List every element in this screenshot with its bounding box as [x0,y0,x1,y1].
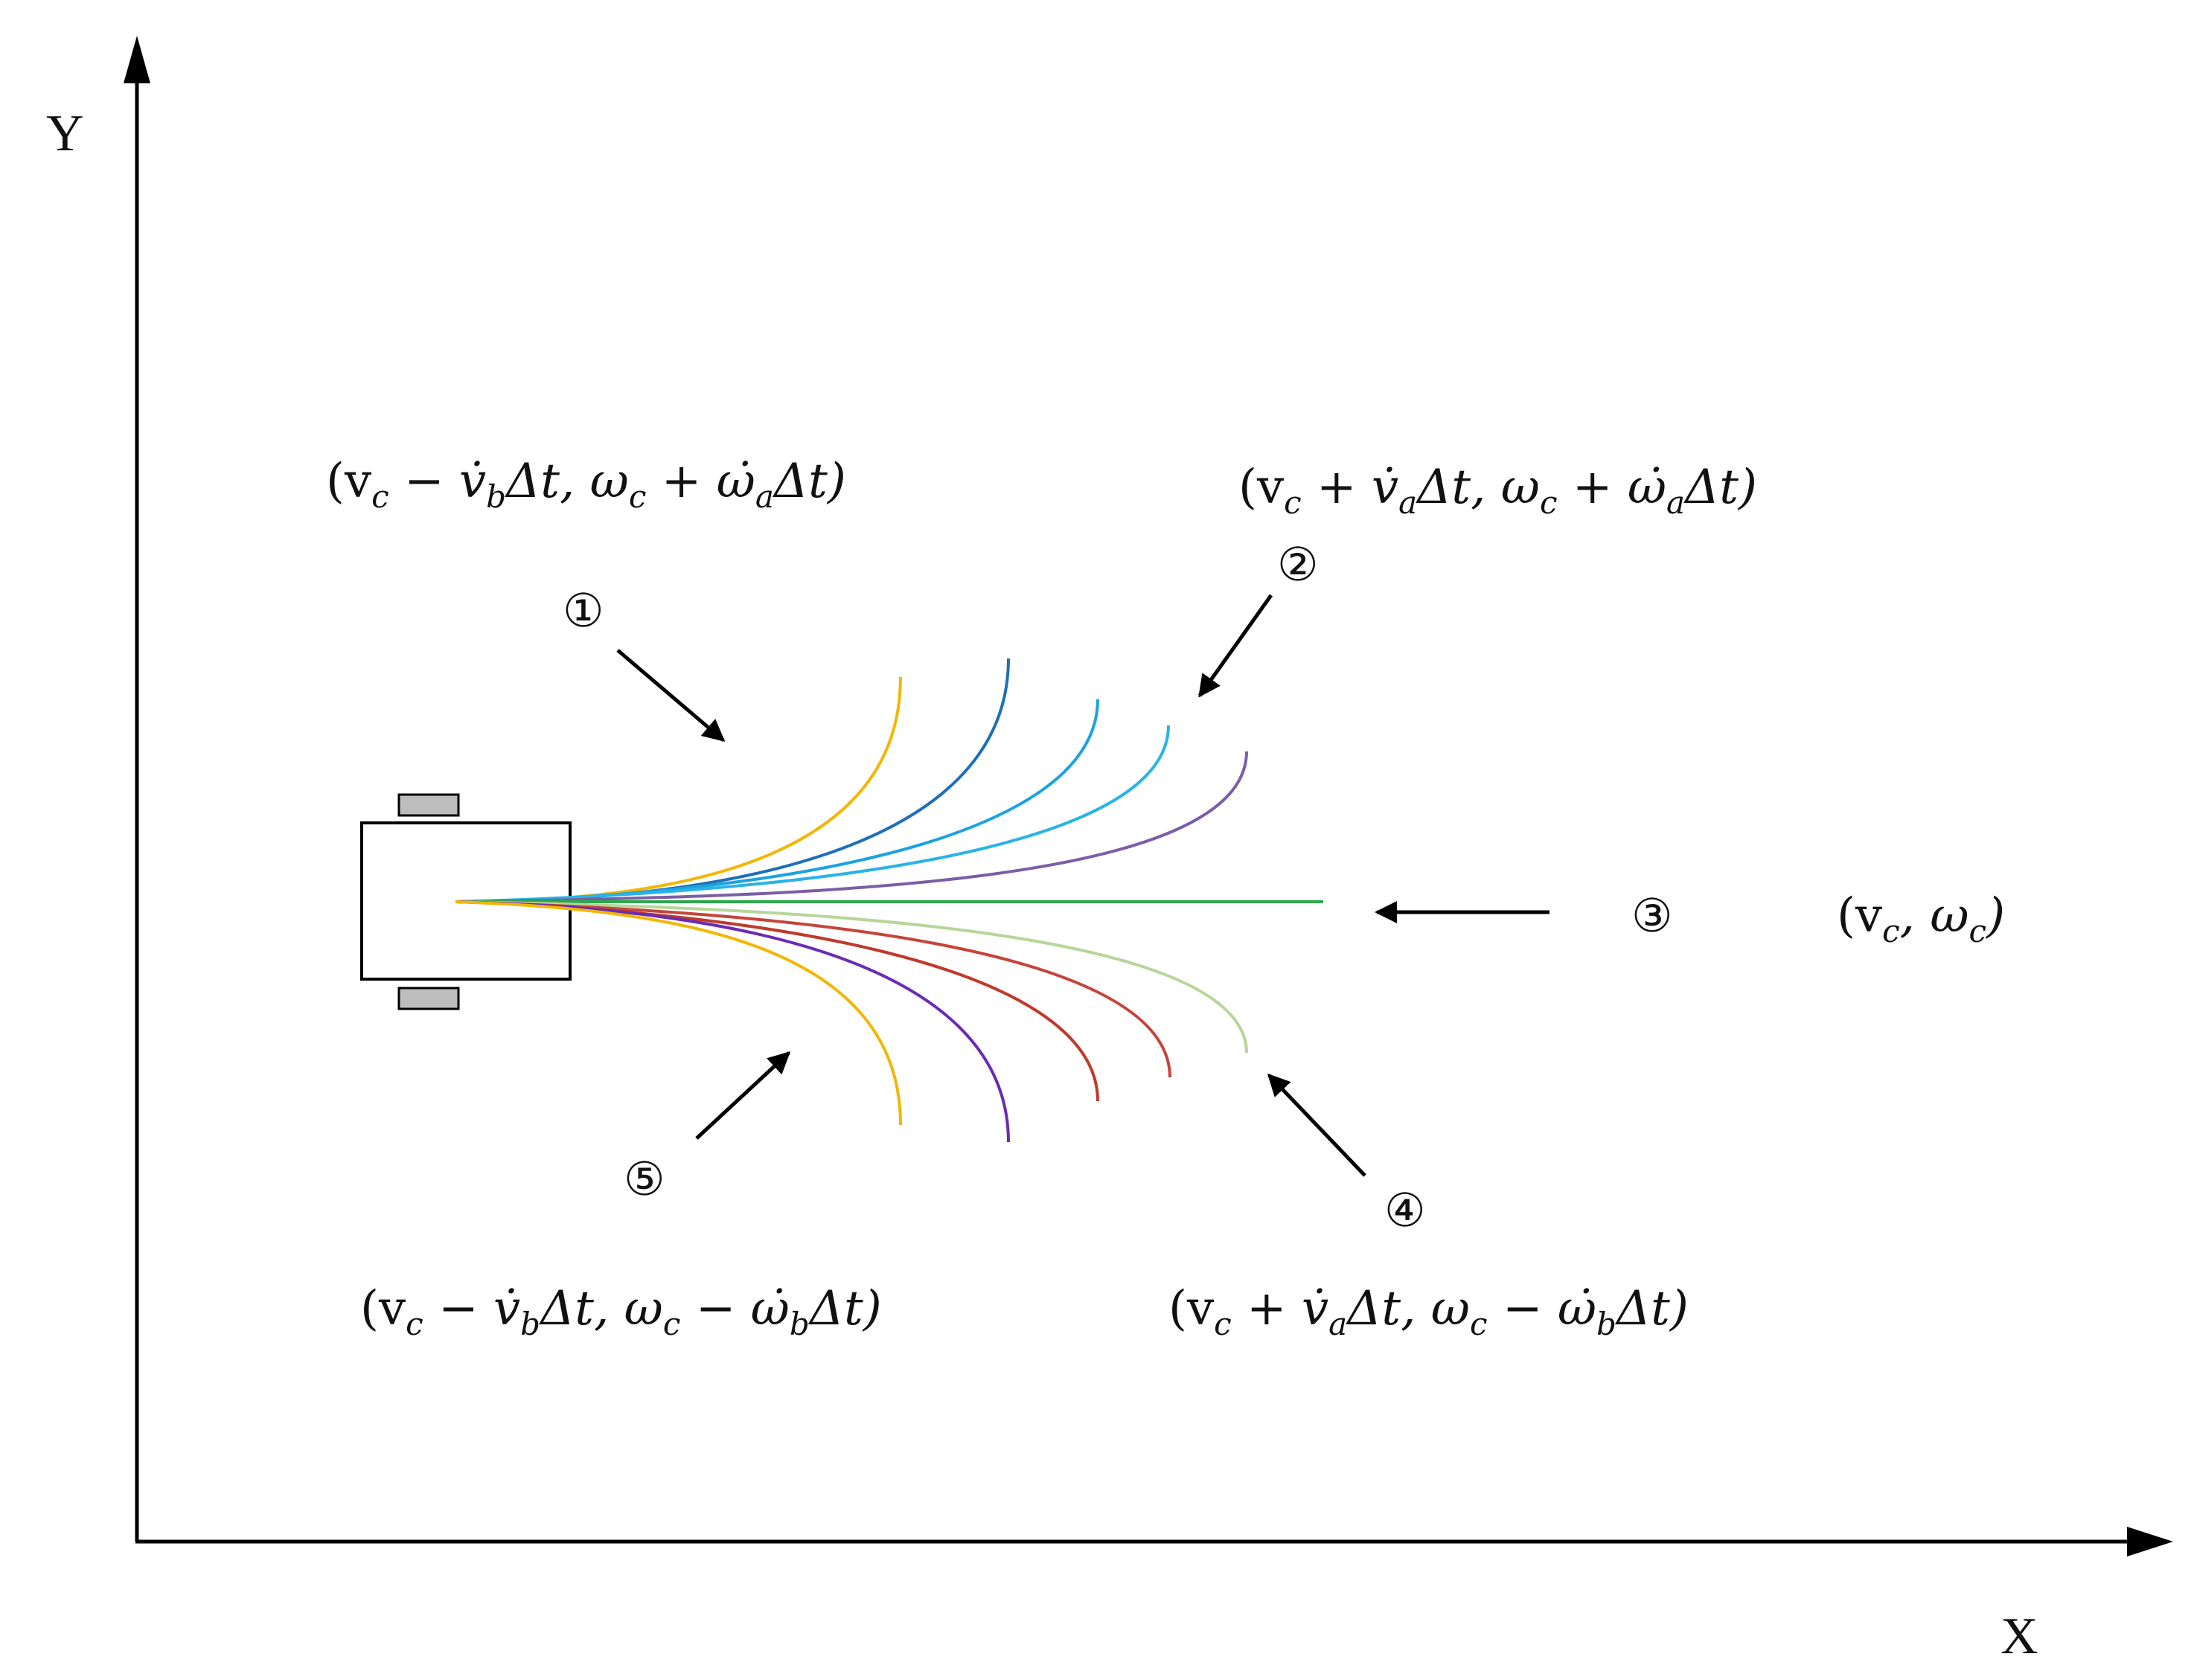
marker-4: ④ [1384,1183,1426,1237]
markers: ① ② ③ ④ ⑤ [563,537,1673,1237]
axes: Y X [46,36,2173,1665]
marker-5: ⑤ [624,1152,665,1206]
marker-2: ② [1277,537,1319,591]
arrow-5 [695,1051,791,1140]
formula-middle: (vc, ωc) [1837,888,2005,949]
formula-top-left: (vc − v̇bΔt, ωc + ω̇aΔt) [326,454,846,515]
formula-bottom-left: (vc − v̇bΔt, ωc − ω̇bΔt) [360,1281,882,1342]
formulas: (vc − v̇bΔt, ωc + ω̇aΔt) (vc + v̇aΔt, ωc… [326,454,2005,1342]
marker-1: ① [563,583,604,638]
arrow-4 [1267,1073,1366,1177]
arrow-1 [616,649,726,742]
trajectory [455,900,1248,1054]
robot-wheel-top [397,793,460,817]
y-axis-label: Y [46,105,84,162]
trajectory [455,725,1170,903]
trajectory [455,900,902,1126]
arrow-2 [1197,594,1273,698]
robot-wheel-bottom [397,987,460,1010]
marker-3: ③ [1631,888,1673,943]
trajectory [455,751,1248,903]
formula-bottom-right: (vc + v̇aΔt, ωc − ω̇bΔt) [1168,1281,1689,1342]
y-axis-arrowhead [124,36,150,83]
trajectory [455,900,1171,1078]
formula-top-right: (vc + v̇aΔt, ωc + ω̇aΔt) [1238,460,1757,521]
x-axis-label: X [2000,1608,2038,1665]
x-axis-arrowhead [2127,1527,2173,1556]
pointer-arrows [616,594,1549,1177]
trajectories [455,658,1323,1143]
